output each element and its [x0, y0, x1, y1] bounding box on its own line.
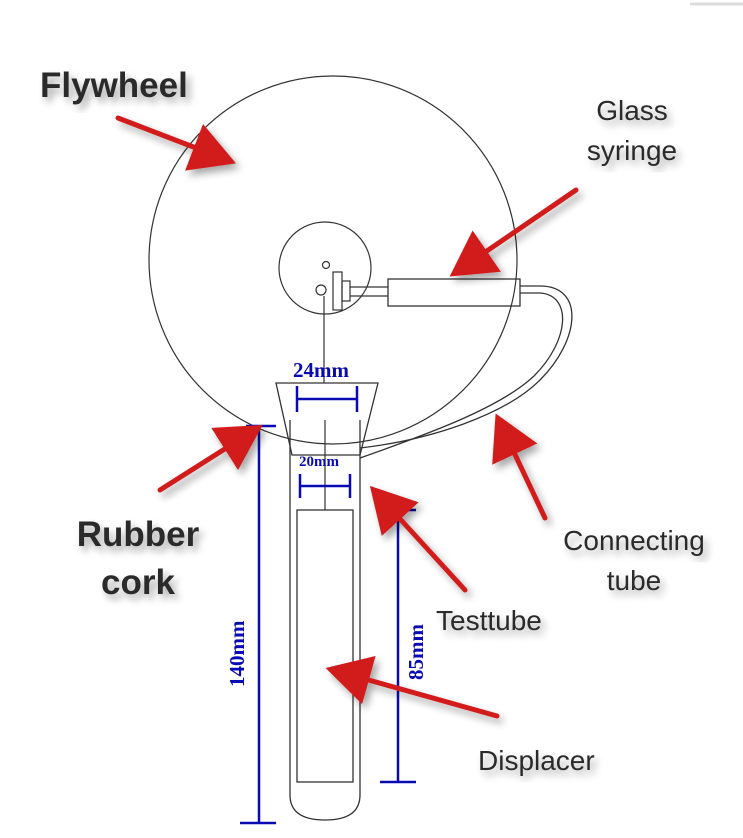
label-flywheel: Flywheel — [40, 66, 188, 105]
dim-140mm-label: 140mm — [225, 620, 249, 687]
label-glass-syringe-line2: syringe — [587, 135, 677, 166]
arrow-displacer — [325, 656, 500, 719]
flywheel-disc — [148, 75, 518, 445]
label-rubber-cork-line1: Rubber — [77, 515, 200, 554]
dim-85mm-label: 85mm — [404, 624, 428, 680]
label-rubber-cork-line2: cork — [101, 563, 175, 602]
connecting-tube-outer — [359, 285, 573, 449]
label-displacer: Displacer — [478, 745, 595, 776]
testtube-outline — [289, 420, 361, 821]
label-connecting-tube-line1: Connecting — [563, 525, 705, 556]
arrow-connecting-tube — [492, 413, 548, 521]
hub-pin-crank — [315, 284, 327, 296]
label-connecting-tube-line2: tube — [607, 565, 662, 596]
arrow-glass-syringe — [449, 187, 579, 277]
connecting-tube-inner — [359, 292, 564, 459]
arrow-flywheel — [115, 115, 237, 171]
displacer-body — [296, 509, 354, 783]
arrow-rubber-cork — [157, 424, 263, 493]
glass-syringe-barrel — [387, 278, 521, 307]
arrow-testtube — [369, 485, 468, 593]
label-testtube: Testtube — [436, 605, 542, 636]
label-glass-syringe-line1: Glass — [596, 95, 668, 126]
dim-24mm-label: 24mm — [293, 358, 349, 382]
dim-20mm-label: 20mm — [299, 454, 339, 470]
syringe-crank-arm — [332, 271, 343, 311]
hub-pin-top — [321, 260, 331, 270]
flywheel-hub — [278, 221, 372, 315]
syringe-coupler — [341, 280, 351, 302]
